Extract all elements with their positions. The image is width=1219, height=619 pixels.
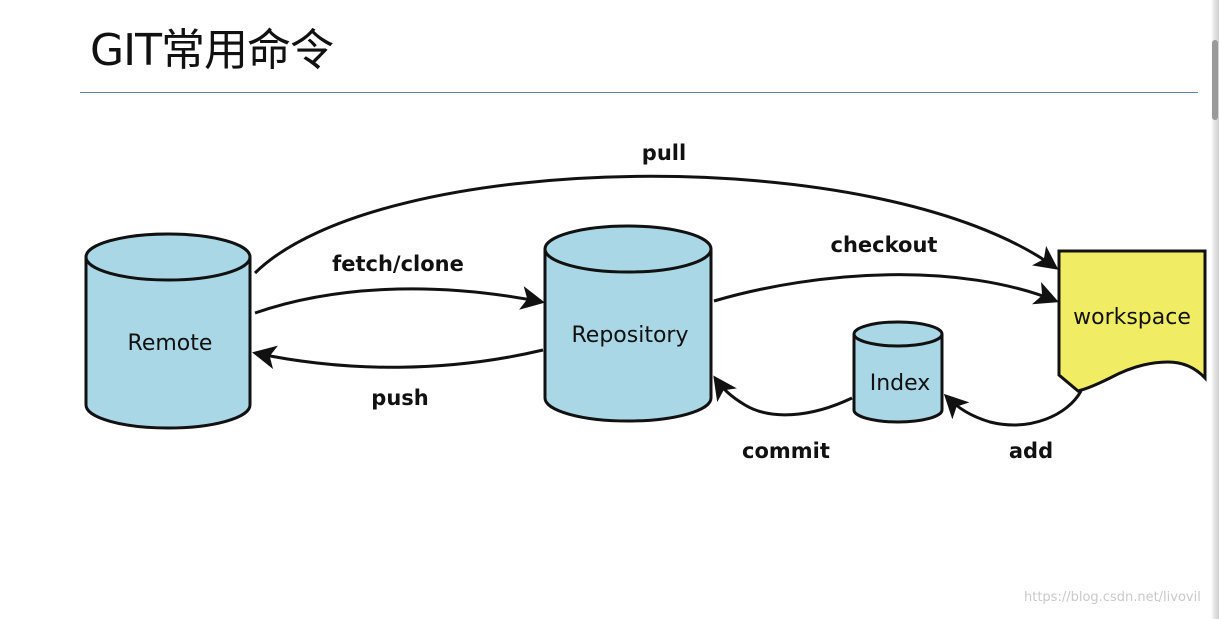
add-label: add (1009, 439, 1053, 463)
workspace-node: workspace (1057, 249, 1207, 393)
checkout-arrow (713, 273, 1059, 305)
workspace-label: workspace (1073, 305, 1191, 330)
commit-arrow (713, 375, 853, 417)
page-title: GIT常用命令 (90, 25, 334, 76)
repository-node: Repository (543, 224, 713, 423)
remote-label: Remote (128, 331, 213, 356)
title-divider (80, 92, 1198, 93)
watermark: https://blog.csdn.net/livovil (1024, 590, 1201, 605)
repository-label: Repository (572, 323, 689, 348)
scrollbar[interactable] (1211, 0, 1219, 619)
scrollbar-thumb[interactable] (1212, 40, 1218, 120)
commit-label: commit (742, 439, 830, 463)
checkout-label: checkout (831, 233, 938, 257)
fetch-clone-arrow (254, 286, 545, 315)
index-label: Index (870, 371, 931, 396)
pull-label: pull (642, 141, 686, 165)
push-label: push (371, 386, 428, 410)
index-node: Index (852, 320, 944, 424)
add-arrow (943, 390, 1083, 427)
fetch-clone-label: fetch/clone (332, 252, 464, 276)
remote-node: Remote (84, 232, 252, 430)
pull-arrow (253, 174, 1059, 275)
push-arrow (252, 345, 544, 370)
